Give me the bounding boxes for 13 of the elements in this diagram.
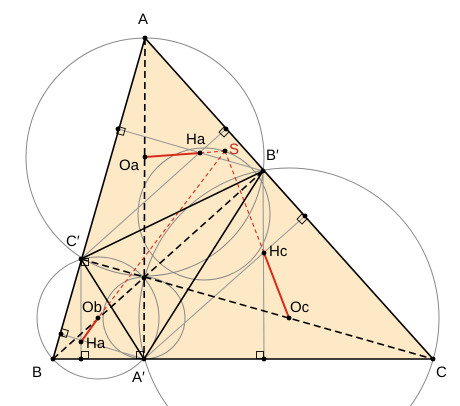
point-label: Oc xyxy=(290,300,310,315)
point-label: Ha xyxy=(86,336,106,351)
point-label: C′ xyxy=(66,234,80,249)
point-label: S xyxy=(229,142,240,157)
point-label: A xyxy=(138,12,148,27)
point-label: Ob xyxy=(82,300,102,315)
point-label: Oa xyxy=(119,158,140,173)
point-label: Hc xyxy=(269,244,288,259)
point-label: B xyxy=(32,365,42,380)
point-label: C xyxy=(436,365,447,380)
point-label: A′ xyxy=(132,370,145,385)
point-label: Ha xyxy=(186,132,206,147)
point-label: B′ xyxy=(266,148,279,163)
